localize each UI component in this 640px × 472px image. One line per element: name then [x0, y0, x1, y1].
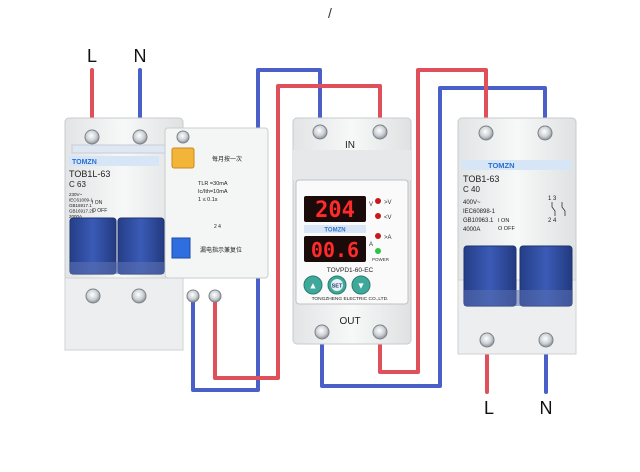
rcbo-live-in-screw	[84, 129, 100, 145]
neutral-protector-to-mcb-wire	[320, 86, 547, 388]
rcbo-spec-line-3: GB16917.22	[69, 209, 95, 214]
protector-up-button[interactable]: ▲	[303, 275, 323, 295]
undervoltage-label: <V	[384, 215, 392, 221]
mcb-spec-line-0: 400V~	[463, 200, 481, 206]
protector-set-button[interactable]: SET	[327, 275, 347, 295]
live-rcbo-to-protector-wire	[213, 84, 382, 380]
mcb-model: TOB1-63	[463, 174, 499, 184]
rcbo-switch-off: O OFF	[92, 208, 107, 214]
rcbo-breaker: TOMZN TOB1L-63 C 63 230V~IEC61009-1GB169…	[64, 117, 269, 351]
rcbo-spec-line-4: 2000A	[69, 214, 82, 219]
neutral-input-label: N	[134, 46, 147, 66]
rcbo-test-button[interactable]	[171, 147, 195, 169]
neutral-output-label: N	[540, 398, 553, 418]
rcbo-rating-line-2: 1 ≤ 0.1s	[198, 197, 218, 203]
mcb-spec-line-1: IEC60898-1	[463, 209, 496, 215]
current-display	[304, 236, 366, 262]
rcbo-bottom-screw-1	[85, 288, 101, 304]
protector-out-screw-2	[372, 324, 388, 340]
rcbo-terminals: 2 4	[214, 224, 221, 230]
mcb-breaker: TOMZN TOB1-63 C 40 400V~ IEC60898-1GB1096…	[457, 117, 577, 355]
rcbo-neutral-in-screw	[132, 129, 148, 145]
overvoltage-label: >V	[384, 200, 392, 206]
rcbo-rating-line-0: TLR =30mA	[198, 181, 228, 187]
rcbo-leak-indicator	[171, 237, 191, 259]
rcbo-spec-line-0: 230V~	[69, 192, 83, 197]
mcb-terminals-top: 1 3	[548, 196, 557, 202]
rcbo-spec-line-1: IEC61009-1	[69, 198, 94, 203]
rcbo-switch-on: I ON	[92, 200, 103, 206]
rcbo-brand: TOMZN	[72, 159, 97, 166]
protector-in-screw-1	[312, 124, 328, 140]
undervoltage-led	[375, 213, 381, 219]
protector-in-label: IN	[345, 140, 355, 151]
mcb-live-out-screw	[479, 332, 495, 348]
rcbo-model: TOB1L-63	[69, 169, 110, 179]
rcbo-neutral-out-screw	[186, 289, 200, 303]
mcb-switch-on: I ON	[498, 218, 509, 224]
mcb-spec-line-3: 4000A	[463, 227, 480, 233]
up-arrow-icon: ▲	[309, 281, 318, 291]
overvoltage-led	[375, 198, 381, 204]
protector-out-screw-1	[314, 324, 330, 340]
voltage-unit: V	[369, 202, 373, 208]
rcbo-rating-line-1: Ic/Ith=10mA	[198, 189, 228, 195]
power-led	[375, 248, 381, 254]
rcbo-leak-text: 漏电指示兼复位	[200, 246, 242, 254]
rcbo-bottom-screw-2	[131, 288, 147, 304]
rcbo-rating: C 63	[69, 180, 86, 189]
rcbo-live-out-screw	[208, 289, 222, 303]
current-reading: 00.6	[311, 238, 359, 262]
protector-brand: TOMZN	[324, 228, 345, 234]
voltage-protector: IN 204 V TOMZN 00.6 A >V <V >A POWER TOV…	[292, 117, 412, 345]
mcb-switch-off: O OFF	[498, 226, 515, 232]
mcb-brand: TOMZN	[488, 161, 515, 170]
mcb-symbol-icon	[551, 202, 566, 216]
voltage-reading: 204	[315, 198, 355, 223]
mcb-neutral-in-screw	[537, 125, 553, 141]
protector-in-screw-2	[372, 124, 388, 140]
mcb-live-in-screw	[478, 125, 494, 141]
down-arrow-icon: ▼	[357, 281, 366, 291]
protector-model: TOVPD1-60-EC	[327, 267, 374, 274]
power-label: POWER	[372, 257, 390, 262]
protector-maker: TONGZHENG ELECTRIC CO.,LTD.	[312, 296, 389, 302]
overcurrent-led	[375, 233, 381, 239]
rcbo-test-text: 每月按一次	[212, 155, 242, 163]
overcurrent-label: >A	[384, 235, 392, 241]
live-input-label: L	[87, 46, 97, 66]
live-output-label: L	[484, 398, 494, 418]
mcb-spec-line-2: GB10963.1	[463, 218, 494, 224]
mcb-terminals-bottom: 2 4	[548, 218, 557, 224]
rcbo-spec-line-2: GB16917.1	[69, 203, 92, 208]
mcb-neutral-out-screw	[538, 332, 554, 348]
current-unit: A	[369, 242, 373, 248]
protector-out-label: OUT	[339, 316, 360, 327]
set-button-label: SET	[332, 284, 343, 290]
live-protector-to-mcb-wire	[378, 68, 488, 374]
rcbo-rating-block: TLR =30mA Ic/Ith=10mA 1 ≤ 0.1s	[198, 181, 228, 203]
voltage-display	[304, 196, 366, 222]
top-mark: /	[328, 5, 332, 21]
protector-down-button[interactable]: ▼	[351, 275, 371, 295]
mcb-rating: C 40	[463, 185, 480, 194]
